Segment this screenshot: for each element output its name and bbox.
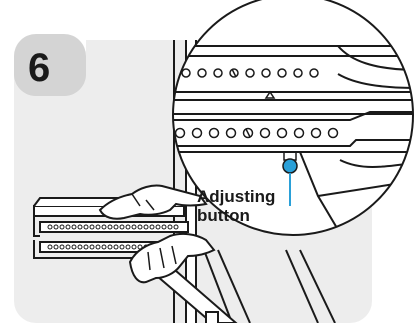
callout-label-line2: button [197,206,250,225]
callout-label-line1: Adjusting [197,187,275,206]
step-badge: 6 [14,34,86,96]
step-number: 6 [28,46,50,90]
zoom-detail: Adjusting button [160,0,417,250]
